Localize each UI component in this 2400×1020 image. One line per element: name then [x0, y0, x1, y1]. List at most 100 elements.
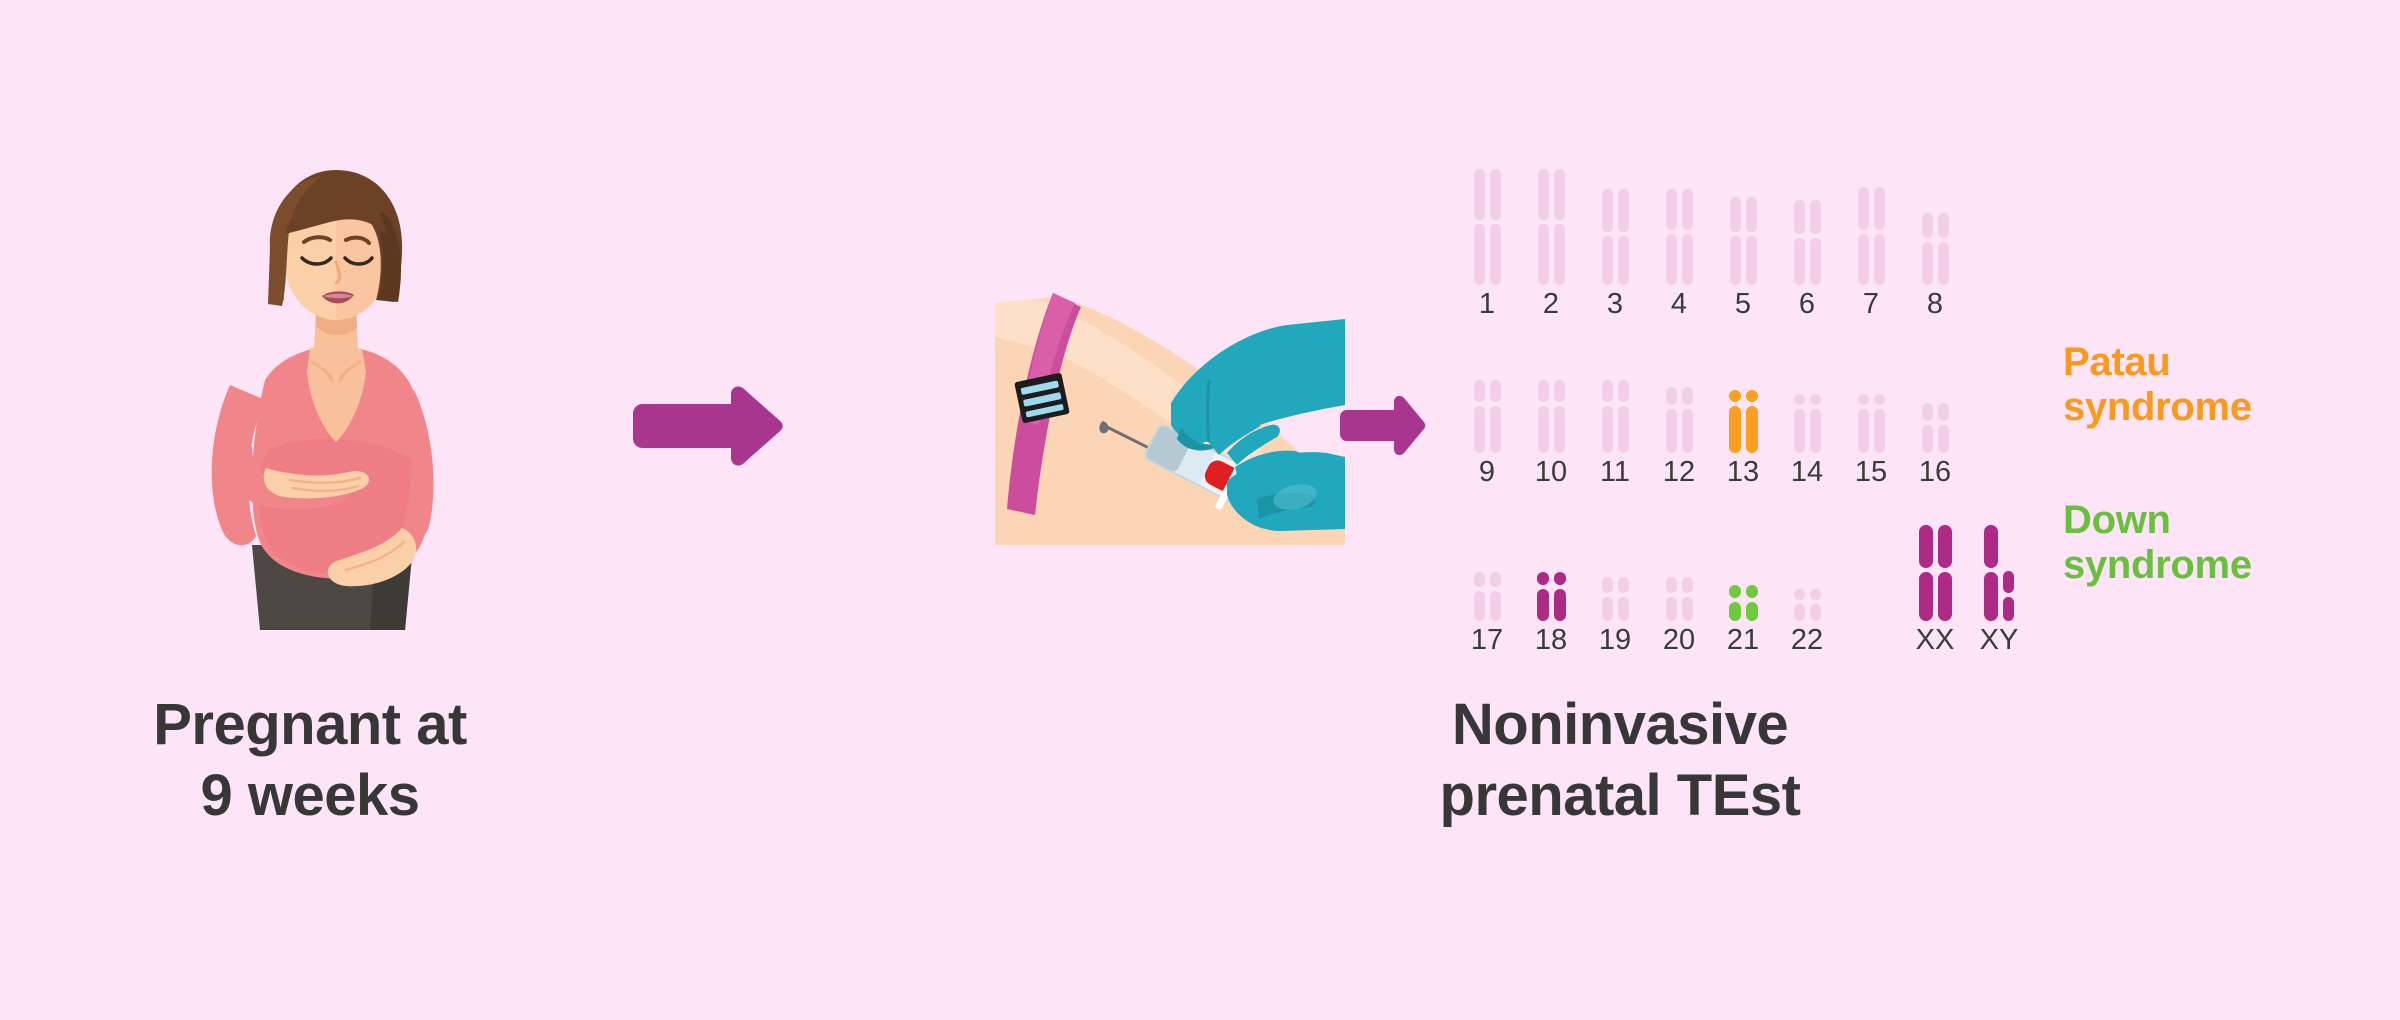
chromosome-bar [1873, 187, 1885, 285]
chromosome-pair-6[interactable]: 6 [1775, 165, 1839, 321]
chromosome-label-20: 20 [1662, 624, 1696, 656]
chromosome-bar [1665, 577, 1677, 621]
chromosome-label-14: 14 [1790, 456, 1824, 488]
chromosome-pair-14[interactable]: 14 [1775, 333, 1839, 489]
chromosome-bar [1601, 380, 1613, 453]
chromosome-pair-XX[interactable]: XX [1903, 501, 1967, 657]
chromosome-arm-lower [1489, 590, 1501, 621]
chromosome-label-19: 19 [1598, 624, 1632, 656]
chromosome-arm-lower [1489, 224, 1501, 285]
chromosome-label-7: 7 [1862, 288, 1880, 320]
chromosome-arm-upper [1553, 169, 1565, 221]
chromosome-bar [1681, 387, 1693, 453]
chromosome-pair-16[interactable]: 16 [1903, 333, 1967, 489]
chromosome-arm-upper [1745, 585, 1758, 599]
chromosome-arm-upper [1873, 187, 1885, 231]
chromosome-arm-lower [1745, 405, 1758, 453]
chromosome-pair-7[interactable]: 7 [1839, 165, 1903, 321]
chromosome-bar [1745, 390, 1758, 453]
chromosome-label-16: 16 [1918, 456, 1952, 488]
chromosome-pair-11[interactable]: 11 [1583, 333, 1647, 489]
chromosome-bar [1617, 189, 1629, 285]
chromosome-bar [1617, 577, 1629, 621]
chromosome-arm-upper [1809, 394, 1821, 405]
chromosome-arm-lower [1537, 224, 1549, 285]
chromosome-pair-19[interactable]: 19 [1583, 501, 1647, 657]
chromosome-bar [1729, 197, 1741, 285]
chromosome-pair-15[interactable]: 15 [1839, 333, 1903, 489]
caption-noninvasive-prenatal-test: Noninvasive prenatal TEst [1439, 692, 1801, 828]
chromosome-arm-upper [1617, 380, 1629, 403]
chromosome-bar [1681, 189, 1693, 285]
chromosome-arm-upper [1617, 189, 1629, 233]
chromosome-arm-lower [1553, 588, 1566, 621]
chromosome-pair-1[interactable]: 1 [1455, 165, 1519, 321]
chromosome-pair-21[interactable]: 21 [1711, 501, 1775, 657]
chromosome-arm-upper [1473, 380, 1485, 403]
chromosome-label-5: 5 [1734, 288, 1752, 320]
chromosome-arm-upper [1921, 403, 1933, 421]
chromosome-pair-13[interactable]: 13 [1711, 333, 1775, 489]
chromosome-bar [1793, 394, 1805, 453]
chromosome-arm-lower [1937, 572, 1952, 621]
chromosome-pair-XY[interactable]: XY [1967, 501, 2031, 657]
chromosome-pair-20[interactable]: 20 [1647, 501, 1711, 657]
chromosome-pair-4[interactable]: 4 [1647, 165, 1711, 321]
chromosome-pair-22[interactable]: 22 [1775, 501, 1839, 657]
chromosome-label-XY: XY [1979, 624, 2019, 656]
chromosome-arm-upper [1553, 572, 1566, 585]
chromosome-arm-upper [1473, 572, 1485, 587]
chromosome-pair-18[interactable]: 18 [1519, 501, 1583, 657]
chromosome-pair-5[interactable]: 5 [1711, 165, 1775, 321]
chromosome-pair-17[interactable]: 17 [1455, 501, 1519, 657]
chromosome-arm-lower [1921, 242, 1933, 285]
chromosome-bar [1617, 380, 1629, 453]
chromosome-label-6: 6 [1798, 288, 1816, 320]
chromosome-arm-upper [1601, 577, 1613, 593]
chromosome-bar [1473, 572, 1485, 621]
chromosome-arm-lower [1809, 237, 1821, 285]
chromosome-pair-3[interactable]: 3 [1583, 165, 1647, 321]
chromosome-arm-lower [1665, 596, 1677, 621]
chromosome-arm-lower [1729, 235, 1741, 285]
chromosome-arm-lower [1617, 406, 1629, 453]
chromosome-pair-2[interactable]: 2 [1519, 165, 1583, 321]
chromosome-bar [1793, 589, 1805, 621]
chromosome-arm-lower [1617, 236, 1629, 285]
chromosome-label-13: 13 [1726, 456, 1760, 488]
chromosome-label-10: 10 [1534, 456, 1568, 488]
chromosome-arm-lower [1921, 425, 1933, 453]
chromosome-arm-lower [1601, 236, 1613, 285]
chromosome-bar [1537, 169, 1549, 285]
chromosome-label-21: 21 [1726, 624, 1760, 656]
chromosome-arm-lower [1793, 237, 1805, 285]
chromosome-bar [1665, 189, 1677, 285]
chromosome-bar [1745, 585, 1758, 621]
chromosome-pair-9[interactable]: 9 [1455, 333, 1519, 489]
chromosome-arm-lower [1809, 408, 1821, 453]
chromosome-arm-lower [1745, 602, 1758, 621]
chromosome-bar [1921, 213, 1933, 285]
chromosome-arm-lower [1681, 408, 1693, 453]
chromosome-label-15: 15 [1854, 456, 1888, 488]
chromosome-bar [1728, 585, 1741, 621]
chromosome-pair-10[interactable]: 10 [1519, 333, 1583, 489]
blood-draw-illustration [995, 293, 1345, 545]
chromosome-arm-upper [1729, 197, 1741, 232]
chromosome-bar [1745, 197, 1757, 285]
chromosome-bar [1489, 169, 1501, 285]
chromosome-arm-upper [1601, 189, 1613, 233]
arrow-stage-2-icon [1340, 395, 1426, 456]
chromosome-bar [1983, 525, 1998, 621]
chromosome-arm-lower [1918, 572, 1933, 621]
chromosome-bar [1473, 380, 1485, 453]
chromosome-arm-lower [1873, 234, 1885, 285]
chromosome-arm-upper [1937, 403, 1949, 421]
chromosome-pair-12[interactable]: 12 [1647, 333, 1711, 489]
chromosome-label-17: 17 [1470, 624, 1504, 656]
chromosome-pair-8[interactable]: 8 [1903, 165, 1967, 321]
chromosome-arm-lower [1536, 588, 1549, 621]
chromosome-bar [1489, 380, 1501, 453]
chromosome-bar [1937, 403, 1949, 453]
